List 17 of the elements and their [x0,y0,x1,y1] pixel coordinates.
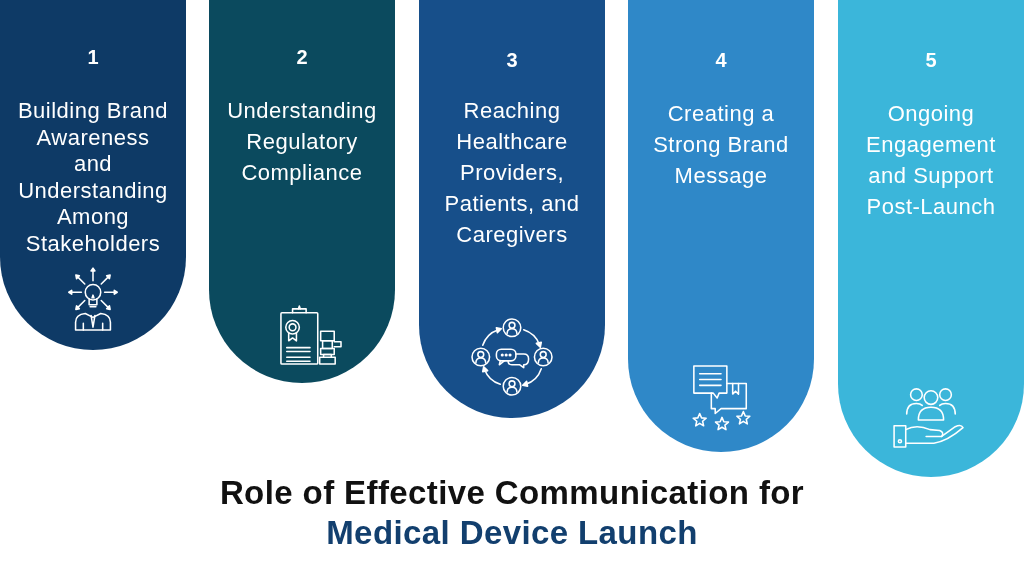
title: Role of Effective Communication for [219,474,805,512]
step-pill [419,0,605,418]
step-text: Ongoing Engagement and Support Post-Launch [865,100,997,221]
step-number: 3 [506,48,518,72]
step-text: Creating a Strong Brand Message [652,100,790,190]
step-text: Understanding Regulatory Compliance [226,97,378,187]
step-text: Building Brand Awareness and Understanding Among Stakeholders [17,98,169,257]
step-number: 1 [87,45,99,69]
step-number: 4 [715,48,727,72]
step-number: 5 [925,48,937,72]
step-text: Reaching Healthcare Providers, Patients, and Caregivers [443,97,581,249]
step-pill [209,0,395,383]
step-pill [838,0,1024,477]
subtitle: Medical Device Launch [326,514,698,552]
step-number: 2 [296,45,308,69]
step-pill [0,0,186,350]
step-pill [628,0,814,452]
